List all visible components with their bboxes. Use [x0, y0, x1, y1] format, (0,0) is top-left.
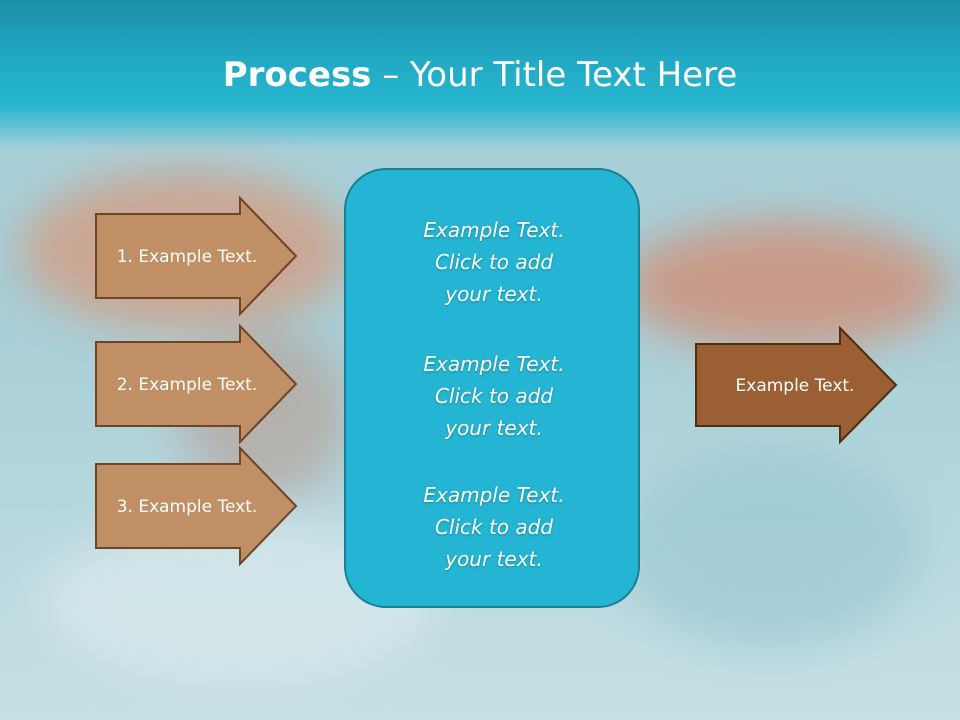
input-arrow-label: 1. Example Text.	[117, 247, 258, 267]
input-arrow-shape	[95, 445, 298, 567]
background-highlight	[620, 450, 920, 650]
center-text-line: your text.	[445, 282, 543, 306]
output-arrow-shape	[695, 325, 898, 445]
input-arrow-2: 2. Example Text.	[95, 323, 298, 445]
title-text: – Your Title Text Here	[371, 55, 738, 95]
output-arrow: Example Text.	[695, 325, 898, 445]
input-arrow-3: 3. Example Text.	[95, 445, 298, 567]
center-text-block-2: Example Text. Click to add your text.	[346, 348, 642, 444]
input-arrow-1: 1. Example Text.	[95, 195, 298, 317]
title-banner	[0, 0, 960, 150]
center-text-line: Click to add	[434, 384, 554, 408]
center-text-block-3: Example Text. Click to add your text.	[346, 479, 642, 575]
center-text-line: Click to add	[434, 250, 554, 274]
slide-title: Process – Your Title Text Here	[0, 52, 960, 98]
center-text-block-1: Example Text. Click to add your text.	[346, 214, 642, 310]
center-text-line: your text.	[445, 547, 543, 571]
input-arrow-label: 2. Example Text.	[117, 375, 258, 395]
center-text-line: Example Text.	[423, 352, 565, 376]
center-text-line: Click to add	[434, 515, 554, 539]
center-process-box: Example Text. Click to add your text. Ex…	[344, 168, 640, 608]
input-arrow-label: 3. Example Text.	[117, 497, 258, 517]
title-emphasis: Process	[222, 55, 372, 95]
center-text-line: Example Text.	[423, 218, 565, 242]
center-text-line: Example Text.	[423, 483, 565, 507]
input-arrow-shape	[95, 323, 298, 445]
input-arrow-shape	[95, 195, 298, 317]
background-petal	[620, 220, 950, 350]
output-arrow-label: Example Text.	[736, 376, 855, 396]
center-text-line: your text.	[445, 416, 543, 440]
